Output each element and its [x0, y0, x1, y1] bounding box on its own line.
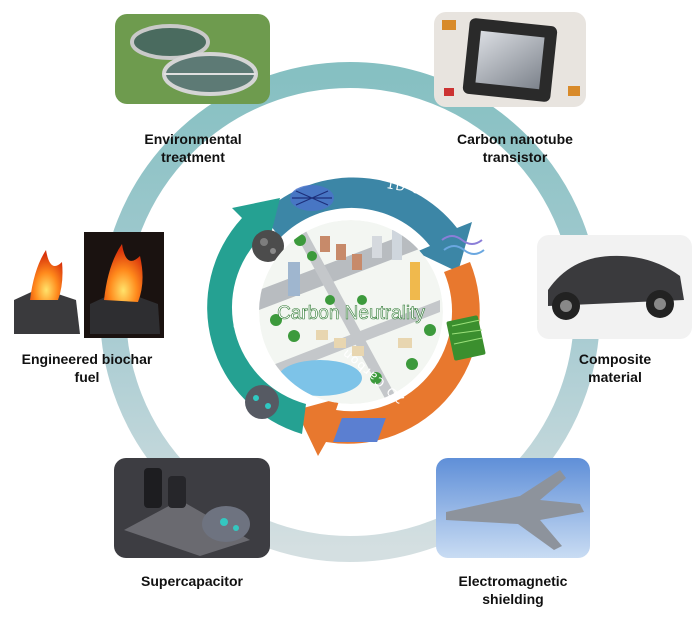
2d-mesh-thumb [333, 418, 386, 442]
supercapacitor-image [114, 458, 270, 558]
segment-2d-carbon [296, 262, 480, 456]
label-engineered-biochar-fuel: Engineered biochar fuel [21, 351, 153, 385]
center-title: Carbon Neutrality [277, 303, 425, 324]
segment-3d-carbon [207, 198, 306, 434]
3d-sponge-thumb [252, 230, 284, 262]
2d-graphene-thumb [446, 315, 486, 361]
environmental-treatment-image [115, 14, 270, 104]
1d-nanotube-thumb [290, 185, 334, 211]
carbon-nanotube-transistor-image [434, 12, 586, 107]
3d-sphere-thumb [245, 385, 279, 419]
composite-material-image [537, 235, 692, 339]
electromagnetic-shielding-image [436, 458, 590, 558]
label-environmental-treatment: Environmental treatment [144, 131, 242, 165]
1d-fiber-thumb [441, 235, 485, 255]
label-supercapacitor: Supercapacitor [141, 573, 243, 589]
label-composite-material: Composite material [578, 351, 652, 385]
label-carbon-nanotube-transistor: Carbon nanotube transistor [457, 131, 573, 165]
engineered-biochar-fuel-image [8, 232, 164, 338]
center-city-illustration [259, 220, 443, 404]
label-electromagnetic-shielding: Electromagnetic shielding [458, 573, 568, 607]
